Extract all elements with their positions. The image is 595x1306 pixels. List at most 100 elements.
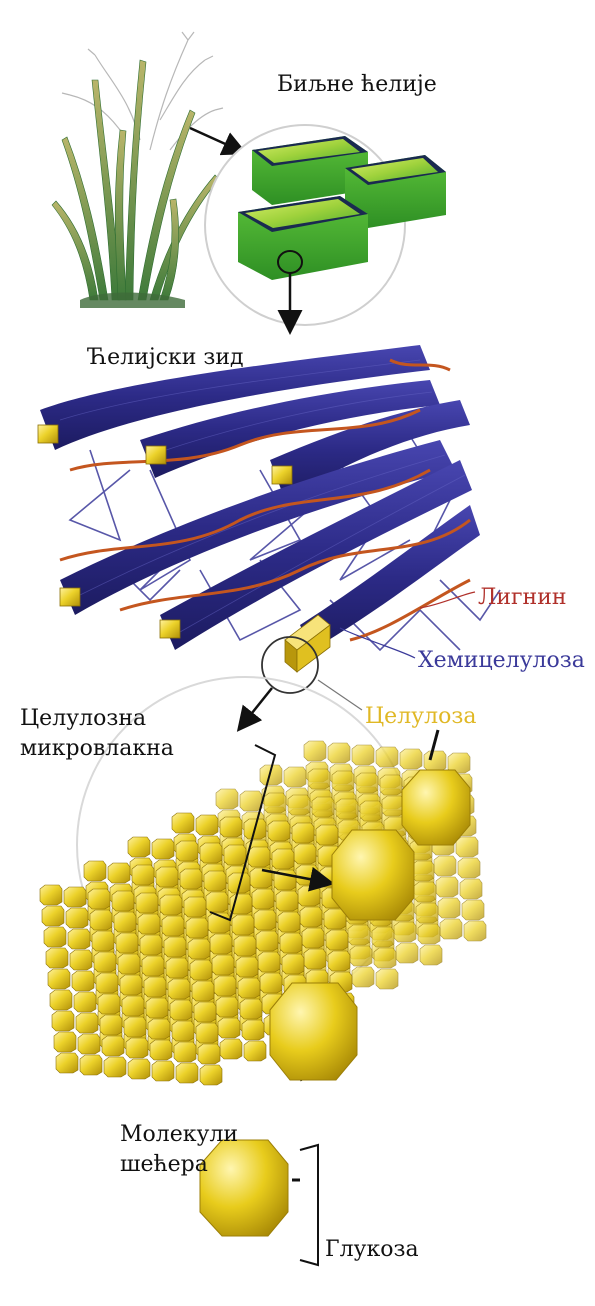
microfibril-block: [174, 1042, 196, 1062]
microfibril-block: [352, 967, 374, 987]
microfibril-block: [122, 996, 144, 1016]
microfibril-block: [156, 867, 178, 887]
microfibril-block: [104, 1057, 126, 1077]
microfibril-block: [76, 1013, 98, 1033]
microfibril-block: [300, 907, 322, 927]
microfibril-block: [420, 945, 442, 965]
microfibril-block: [140, 935, 162, 955]
microfibril-block: [66, 908, 88, 928]
microfibril-block: [312, 797, 334, 817]
microfibril-block: [414, 882, 436, 902]
microfibril-block: [336, 799, 358, 819]
microfibril-block: [238, 978, 260, 998]
microfibril-block: [188, 939, 210, 959]
microfibril-block: [166, 958, 188, 978]
microfibril-block: [186, 918, 208, 938]
microfibril-block: [376, 747, 398, 767]
microfibril-block: [124, 1017, 146, 1037]
microfibril-block: [144, 977, 166, 997]
microfibril-block: [42, 906, 64, 926]
lignin-leader: [420, 592, 475, 608]
microfibril-block: [118, 954, 140, 974]
microfibril-block: [170, 1000, 192, 1020]
microfibril-block: [138, 914, 160, 934]
microfibril-block: [128, 837, 150, 857]
microfibril-block: [206, 892, 228, 912]
microfibril-block: [248, 847, 270, 867]
microfibril-block: [210, 934, 232, 954]
microfibril-block: [308, 769, 330, 789]
hemicellulose-label: Хемицелулоза: [418, 648, 585, 673]
microfibril-block: [114, 912, 136, 932]
microfibril-block: [184, 897, 206, 917]
microfibril-block: [194, 1002, 216, 1022]
microfibril-block: [100, 1015, 122, 1035]
microfibril-block: [54, 1032, 76, 1052]
microfibril-label-line2: микровлакна: [20, 736, 174, 761]
cell-wall-label: Ћелијски зид: [88, 345, 244, 370]
microfibril-block: [196, 1023, 218, 1043]
microfibril-block: [40, 885, 62, 905]
microfibril-block: [92, 931, 114, 951]
microfibril-block: [132, 865, 154, 885]
microfibril-block: [200, 843, 222, 863]
microfibril-block: [172, 813, 194, 833]
microfibril-block: [94, 952, 116, 972]
microfibril-block: [396, 943, 418, 963]
microfibril-block: [328, 951, 350, 971]
microfibril-block: [190, 960, 212, 980]
microfibril-block: [280, 933, 302, 953]
microfibril-block: [418, 924, 440, 944]
microfibril-block: [276, 891, 298, 911]
microfibril-block: [176, 1063, 198, 1083]
arrow-to-microfibril: [240, 688, 272, 728]
microfibril-block: [52, 1011, 74, 1031]
microfibril-block: [216, 997, 238, 1017]
cell-wall-illustration: [38, 345, 500, 693]
microfibril-block: [64, 887, 86, 907]
microfibril-block: [304, 741, 326, 761]
microfibril-block: [296, 865, 318, 885]
microfibril-block: [272, 849, 294, 869]
microfibril-block: [284, 767, 306, 787]
microfibril-block: [258, 952, 280, 972]
microfibril-block: [220, 1039, 242, 1059]
microfibril-block: [316, 825, 338, 845]
microfibril-block: [150, 1040, 172, 1060]
microfibril-block: [216, 789, 238, 809]
microfibril-block: [462, 900, 484, 920]
microfibril-label-line1: Целулозна: [20, 706, 146, 731]
microfibril-block: [440, 919, 462, 939]
microfibril-block: [172, 1021, 194, 1041]
microfibril-block: [260, 973, 282, 993]
plant-cells-illustration: [205, 125, 446, 325]
microfibril-block: [198, 1044, 220, 1064]
glucose-bracket: [300, 1145, 318, 1265]
microfibril-block: [234, 936, 256, 956]
microfibril-block: [278, 912, 300, 932]
plant-cells-label: Биљне ћелије: [277, 72, 437, 97]
microfibril-block: [332, 771, 354, 791]
microfibril-block: [204, 871, 226, 891]
microfibril-block: [196, 815, 218, 835]
microfibril-block: [298, 886, 320, 906]
microfibril-block: [78, 1034, 100, 1054]
microfibril-block: [152, 839, 174, 859]
microfibril-block: [224, 845, 246, 865]
microfibril-block: [88, 889, 110, 909]
microfibril-block: [48, 969, 70, 989]
microfibril-block: [380, 775, 402, 795]
microfibril-block: [70, 950, 92, 970]
microfibril-block: [256, 931, 278, 951]
microfibril-block: [72, 971, 94, 991]
microfibril-block: [424, 751, 446, 771]
microfibril-block: [350, 946, 372, 966]
lignin-label: Лигнин: [478, 585, 567, 610]
arrow-plant-to-cells: [190, 128, 243, 152]
microfibril-block: [240, 999, 262, 1019]
microfibril-block: [464, 921, 486, 941]
microfibril-block: [356, 773, 378, 793]
microfibril-block: [252, 889, 274, 909]
microfibril-block: [112, 891, 134, 911]
microfibril-block: [372, 927, 394, 947]
